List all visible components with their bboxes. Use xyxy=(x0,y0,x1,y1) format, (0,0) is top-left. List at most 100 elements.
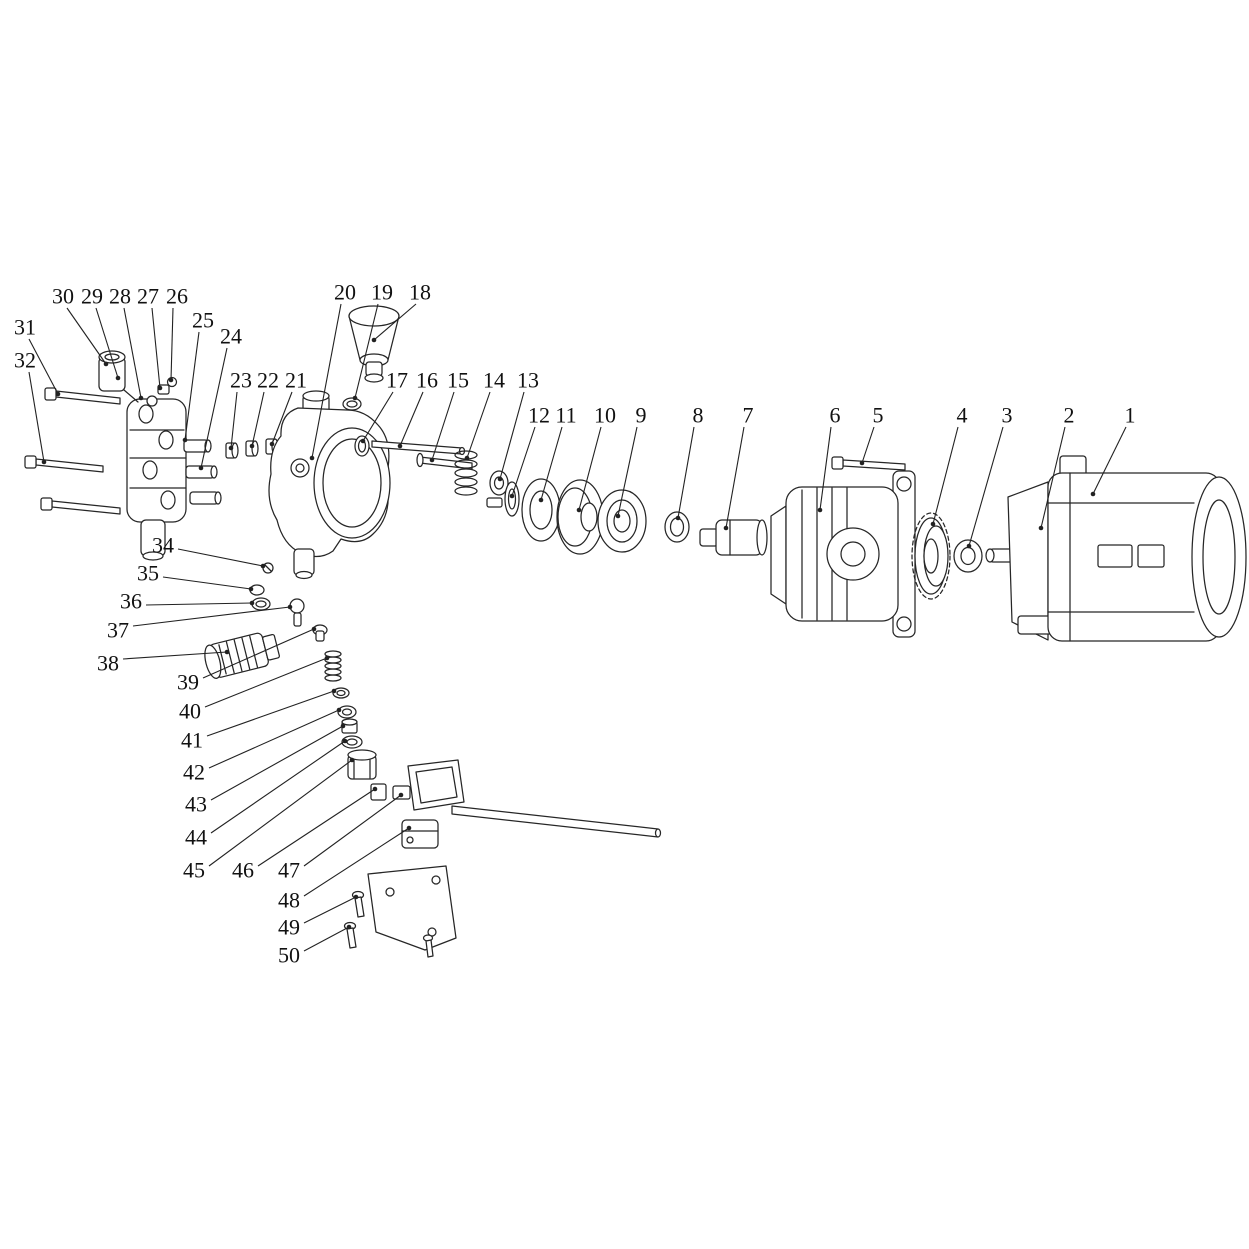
gear-part xyxy=(911,512,951,600)
leader-dot-14 xyxy=(464,455,470,461)
callout-label-4: 4 xyxy=(957,403,968,428)
callout-label-13: 13 xyxy=(517,368,539,393)
thin-washer-part xyxy=(504,481,520,517)
callout-label-2: 2 xyxy=(1064,403,1075,428)
seal-ring-part xyxy=(664,511,690,543)
leader-dot-43 xyxy=(340,723,346,729)
leader-line-28 xyxy=(123,307,142,399)
callout-label-27: 27 xyxy=(137,284,159,309)
leader-line-1 xyxy=(1092,426,1127,495)
leader-dot-6 xyxy=(817,507,823,513)
shaft-bearing-part xyxy=(953,539,983,573)
leader-dot-46 xyxy=(372,786,378,792)
bearing-large-part xyxy=(597,489,647,553)
leader-line-16 xyxy=(399,391,424,447)
callout-label-36: 36 xyxy=(120,589,142,614)
leader-line-3 xyxy=(968,426,1004,547)
valve-chain-parts xyxy=(249,562,377,780)
callout-label-37: 37 xyxy=(107,618,129,643)
leader-dot-23 xyxy=(228,445,234,451)
leader-line-23 xyxy=(230,391,238,449)
callout-label-15: 15 xyxy=(447,368,469,393)
leader-dot-16 xyxy=(397,443,403,449)
leader-line-20 xyxy=(311,303,342,459)
bracket-frame-part xyxy=(370,759,662,849)
callout-label-50: 50 xyxy=(278,943,300,968)
leader-dot-29 xyxy=(115,375,121,381)
callout-label-14: 14 xyxy=(483,368,505,393)
callout-label-18: 18 xyxy=(409,280,431,305)
leader-dot-15 xyxy=(429,457,435,463)
leader-dot-24 xyxy=(198,465,204,471)
leader-dot-28 xyxy=(138,395,144,401)
leader-line-45 xyxy=(208,759,353,867)
callout-label-39: 39 xyxy=(177,670,199,695)
mount-bolt-parts xyxy=(24,387,121,515)
leader-dot-22 xyxy=(249,443,255,449)
leader-line-31 xyxy=(28,338,59,395)
leader-dot-20 xyxy=(309,455,315,461)
leader-dot-4 xyxy=(930,521,936,527)
hose-connector-part xyxy=(204,632,280,679)
screw-parts xyxy=(343,890,434,958)
leader-dot-27 xyxy=(157,385,163,391)
leader-line-18 xyxy=(373,303,417,341)
leader-dot-21 xyxy=(269,441,275,447)
spline-washer-part xyxy=(486,470,509,508)
leader-line-32 xyxy=(28,371,45,463)
leader-dot-19 xyxy=(352,395,358,401)
leader-line-40 xyxy=(204,657,328,708)
leader-line-29 xyxy=(95,307,119,379)
cap-knob-part xyxy=(342,305,400,411)
piston-part xyxy=(699,519,768,556)
leader-line-37 xyxy=(132,606,291,627)
leader-dot-45 xyxy=(349,757,355,763)
callout-label-32: 32 xyxy=(14,348,36,373)
pump-head-part xyxy=(268,390,391,580)
leader-dot-31 xyxy=(55,391,61,397)
callout-label-43: 43 xyxy=(185,792,207,817)
leader-line-26 xyxy=(170,307,174,381)
bearing-ring-part xyxy=(521,478,561,542)
leader-dot-35 xyxy=(248,586,254,592)
leader-dot-34 xyxy=(260,563,266,569)
leader-line-44 xyxy=(210,740,346,834)
leader-dot-13 xyxy=(497,476,503,482)
leader-dot-48 xyxy=(406,825,412,831)
callout-label-28: 28 xyxy=(109,284,131,309)
leader-line-11 xyxy=(540,426,563,501)
callout-label-8: 8 xyxy=(693,403,704,428)
leader-line-22 xyxy=(251,391,265,447)
leader-dot-18 xyxy=(371,337,377,343)
nut-parts xyxy=(225,438,279,459)
leader-line-7 xyxy=(725,426,745,529)
leader-dot-41 xyxy=(331,688,337,694)
leader-dot-50 xyxy=(346,924,352,930)
leader-line-25 xyxy=(184,331,200,441)
callout-label-1: 1 xyxy=(1125,403,1136,428)
leader-dot-30 xyxy=(103,361,109,367)
leader-line-34 xyxy=(177,548,264,567)
leader-dot-25 xyxy=(182,437,188,443)
manifold-part xyxy=(98,350,222,561)
callout-label-45: 45 xyxy=(183,858,205,883)
leader-line-39 xyxy=(202,628,315,679)
leader-dot-10 xyxy=(576,507,582,513)
callout-label-35: 35 xyxy=(137,561,159,586)
callout-label-25: 25 xyxy=(192,308,214,333)
leader-line-14 xyxy=(466,391,491,459)
callout-label-5: 5 xyxy=(873,403,884,428)
callout-label-17: 17 xyxy=(386,368,408,393)
callout-label-41: 41 xyxy=(181,728,203,753)
leader-dot-47 xyxy=(398,792,404,798)
callout-label-34: 34 xyxy=(152,533,174,558)
leader-line-27 xyxy=(151,307,161,389)
leader-dot-17 xyxy=(360,438,366,444)
leader-dot-7 xyxy=(723,525,729,531)
callout-label-10: 10 xyxy=(594,403,616,428)
motor-part xyxy=(985,455,1247,642)
callout-label-48: 48 xyxy=(278,888,300,913)
leader-dot-49 xyxy=(353,894,359,900)
callout-layer: 1234567891011121314151617181920212223242… xyxy=(14,280,1136,968)
